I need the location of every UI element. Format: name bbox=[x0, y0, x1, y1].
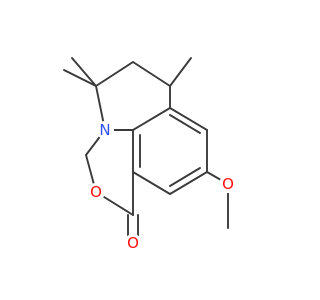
nitrogen-mask bbox=[96, 121, 114, 139]
bond-ring-d bbox=[169, 171, 208, 195]
bond-methyl-2 bbox=[71, 57, 97, 87]
bond-ring-double-2 bbox=[169, 167, 201, 187]
bond-layer bbox=[63, 57, 229, 239]
molecule-structure: N O O O bbox=[63, 57, 237, 252]
bond-ring-double-1 bbox=[169, 114, 201, 134]
bond-ring-e bbox=[132, 171, 171, 195]
methoxy-oxygen-atom-label: O bbox=[222, 175, 234, 193]
atom-label-layer: N O O O bbox=[87, 121, 237, 252]
carbonyl-oxygen-atom-label: O bbox=[127, 234, 139, 252]
bond-ring-b bbox=[169, 107, 208, 131]
bond-cquat-ch2 bbox=[95, 61, 134, 87]
bond-ch2-ch bbox=[132, 61, 171, 87]
nitrogen-atom-label: N bbox=[99, 121, 110, 139]
bond-ring-a bbox=[132, 107, 171, 131]
ring-oxygen-atom-label: O bbox=[90, 183, 102, 201]
methoxy-oxygen-mask bbox=[219, 175, 237, 193]
ring-oxygen-mask bbox=[87, 183, 105, 201]
bond-methyl-1 bbox=[63, 69, 97, 87]
carbonyl-oxygen-mask bbox=[124, 234, 142, 252]
bond-methyl-3 bbox=[169, 57, 192, 87]
